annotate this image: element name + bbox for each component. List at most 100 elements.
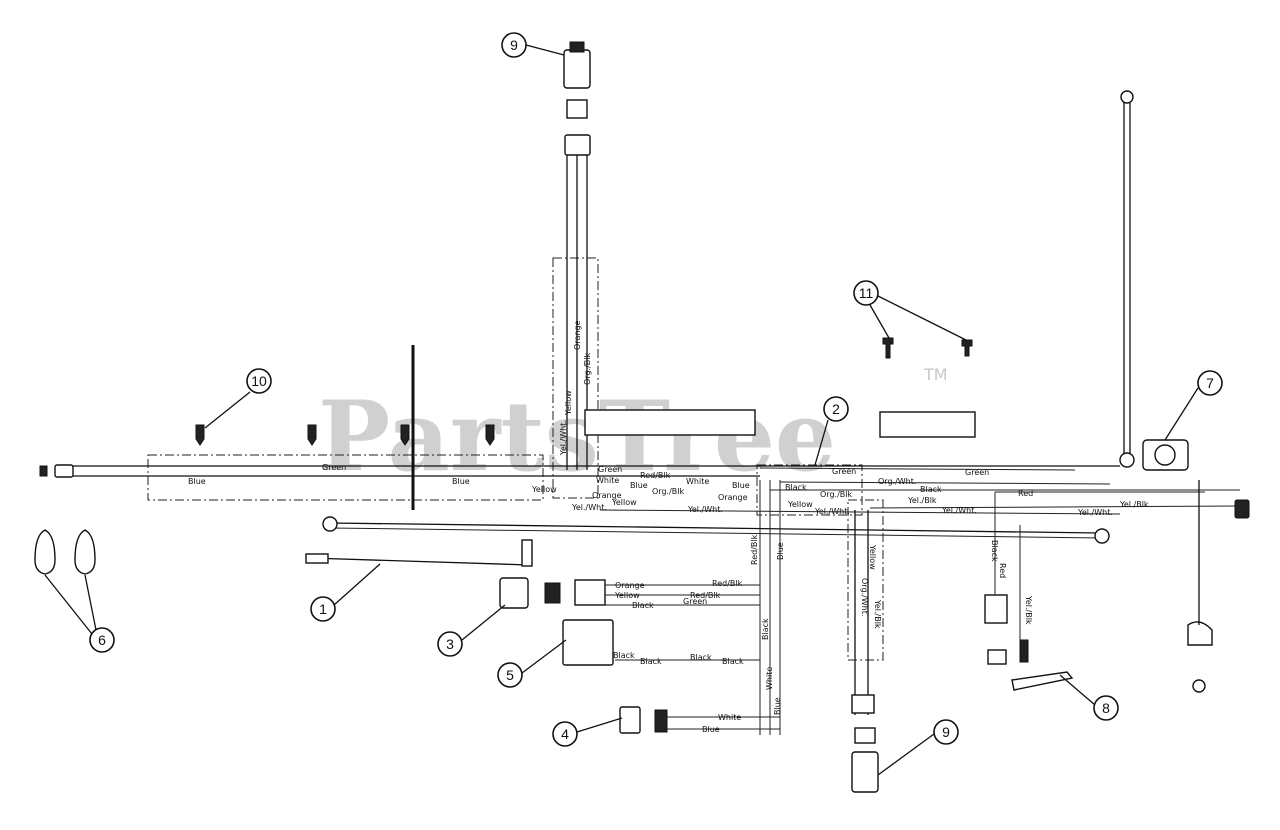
callout-7: 7 [1206, 375, 1214, 391]
label-white-mid: White [596, 476, 619, 485]
label-black-5-3: Black [690, 653, 712, 662]
label-blue-4: Blue [702, 725, 720, 734]
label-green-left: Green [322, 463, 346, 472]
label-yelblk-right-1: Yel./Blk [907, 496, 937, 505]
right-connector-black [1234, 499, 1250, 519]
label-yelblk-vertical: Yel./Blk [1024, 595, 1033, 625]
clip-10-d [485, 424, 495, 446]
yelblk-terminal [1019, 639, 1029, 663]
fuse-clip [987, 649, 1007, 665]
leader-3 [461, 604, 506, 641]
label-black-5-4: Black [722, 657, 744, 666]
leader-9-bottom [877, 733, 935, 776]
callout-3-circle [437, 631, 463, 657]
label-orgblk-mid: Org./Blk [652, 487, 684, 496]
label-redblk-v: Red/Blk [750, 534, 759, 565]
watermark-tm: TM [923, 365, 948, 384]
leader-9-top [525, 44, 565, 56]
key-8 [1011, 671, 1074, 691]
lower-harness-end [851, 694, 875, 714]
callout-9-top: 9 [510, 37, 518, 53]
callout-9-bottom-circle [933, 719, 959, 745]
callout-2: 2 [832, 401, 840, 417]
clip-10-c [400, 424, 410, 446]
label-yellow-mid: Yellow [611, 498, 637, 507]
label-black-v: Black [761, 618, 770, 640]
part1-cable [309, 557, 531, 566]
harness-sheath-left [147, 454, 544, 501]
label-yelwht-vertical: Yel./Wht. [559, 420, 568, 456]
bracket-right [879, 411, 976, 438]
harness-sheath-center [756, 464, 863, 516]
bulb-6-b [74, 529, 96, 575]
screw-11-a [882, 337, 894, 359]
clip-10-a [195, 424, 205, 446]
bottom-switch-9 [851, 751, 879, 793]
wire-green-right [759, 467, 1076, 471]
label-yelblk-lower-v: Yel./Blk [873, 599, 882, 629]
label-black-red-vertical: Black [990, 540, 999, 562]
callout-9-bottom: 9 [942, 724, 950, 740]
leader-10 [204, 391, 251, 429]
right-end-ring [1192, 679, 1206, 693]
part1-end-left [305, 553, 329, 564]
label-blue-mid: Blue [630, 481, 648, 490]
leader-7 [1164, 387, 1199, 441]
left-plug [54, 464, 74, 478]
label-white-v: White [765, 667, 774, 690]
leader-6-b [84, 574, 97, 631]
strap-ring-right [1094, 528, 1110, 544]
callout-5-circle [497, 662, 523, 688]
ground-rod-bottom-ring [1119, 452, 1135, 468]
leader-1 [333, 563, 381, 606]
label-blue-left-2: Blue [452, 477, 470, 486]
callout-7-circle [1197, 370, 1223, 396]
label-orange-vertical: Orange [573, 320, 582, 350]
label-redblk-branch: Red/Blk [712, 579, 743, 588]
top-switch-9-cap [569, 41, 585, 53]
label-red-right: Red [1018, 489, 1033, 498]
label-yelwht-mid: Yel./Wht. [571, 503, 607, 512]
label-yelwht-right-1: Yel./Wht. [941, 506, 977, 515]
callout-10: 10 [251, 373, 267, 389]
callout-4: 4 [561, 726, 569, 742]
label-yellow-mid-2: Yellow [787, 500, 813, 509]
label-orgwht-right: Org./Wht. [878, 477, 916, 486]
label-green-right-2: Green [965, 468, 989, 477]
screw-11-b [961, 339, 973, 357]
callout-10-circle [246, 368, 272, 394]
label-green-branch: Green [683, 597, 707, 606]
label-redblk-branch-2: Red/Blk [690, 591, 721, 600]
label-yelwht-mid-2: Yel./Wht. [687, 505, 723, 514]
label-yellow-branch: Yellow [614, 591, 640, 600]
callout-4-circle [552, 721, 578, 747]
label-yelwht-mid-3: Yel./Wht. [814, 507, 850, 516]
callout-11-circle [853, 280, 879, 306]
callout-9-top-circle [501, 32, 527, 58]
label-green-mid: Green [598, 465, 622, 474]
part1-end-right [521, 539, 533, 567]
label-orgwht-lower-v: Org./Wht. [860, 578, 869, 616]
label-yellow-lower-v: Yellow [868, 544, 877, 570]
label-red-vertical: Red [998, 563, 1007, 578]
label-orange-mid: Orange [592, 491, 622, 500]
red-connector [984, 594, 1008, 624]
wire-ground-strap [329, 522, 1101, 534]
bulb-connector-right [1187, 621, 1213, 646]
leader-11-b [877, 295, 967, 341]
wire-orgwht-right [779, 481, 1111, 485]
label-yellow-vertical: Yellow [564, 390, 573, 416]
label-black-branch: Black [632, 601, 654, 610]
label-yelwht-right-2: Yel./Wht. [1077, 508, 1113, 517]
bottom-connector-9 [854, 727, 876, 744]
label-black-right-1: Black [785, 483, 807, 492]
label-blue-v: Blue [776, 542, 785, 560]
label-blue-v-2: Blue [773, 697, 782, 715]
callout-1-circle [310, 596, 336, 622]
bulb-6-a [34, 529, 56, 575]
clip-10-b [307, 424, 317, 446]
strap-ring-left [322, 516, 338, 532]
label-orgblk-vertical: Org./Blk [583, 353, 592, 385]
callout-6: 6 [98, 632, 106, 648]
